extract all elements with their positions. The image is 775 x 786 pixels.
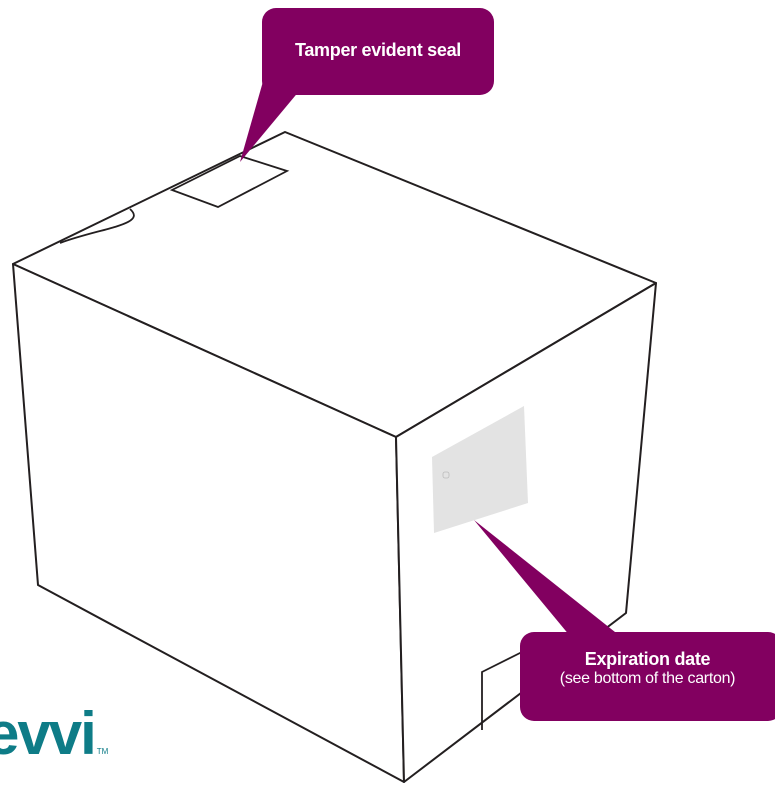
carton-box [12, 131, 657, 783]
carton-bottom-flap [481, 647, 531, 730]
expiration-title: Expiration date [584, 649, 711, 669]
carton-right-face [395, 282, 657, 783]
label-mark [442, 471, 450, 479]
expiration-callout-pointer [474, 520, 620, 636]
seal-callout [240, 8, 494, 162]
expiration-subtitle: (see bottom of the carton) [559, 670, 736, 687]
expiration-callout [474, 520, 775, 721]
seal-callout-bubble [262, 8, 494, 95]
expiration-callout-bubble [520, 632, 775, 721]
seal-callout-pointer [240, 78, 300, 162]
brand-trademark: TM [96, 747, 109, 756]
carton-side-label [432, 406, 528, 533]
expiration-callout-label: Expiration date (see bottom of the carto… [520, 650, 775, 688]
seal-callout-label: Tamper evident seal [294, 40, 462, 60]
brand-logo-text: evvi [0, 700, 97, 767]
tamper-seal-patch [169, 155, 290, 208]
carton-thumb-cutout [59, 208, 135, 244]
